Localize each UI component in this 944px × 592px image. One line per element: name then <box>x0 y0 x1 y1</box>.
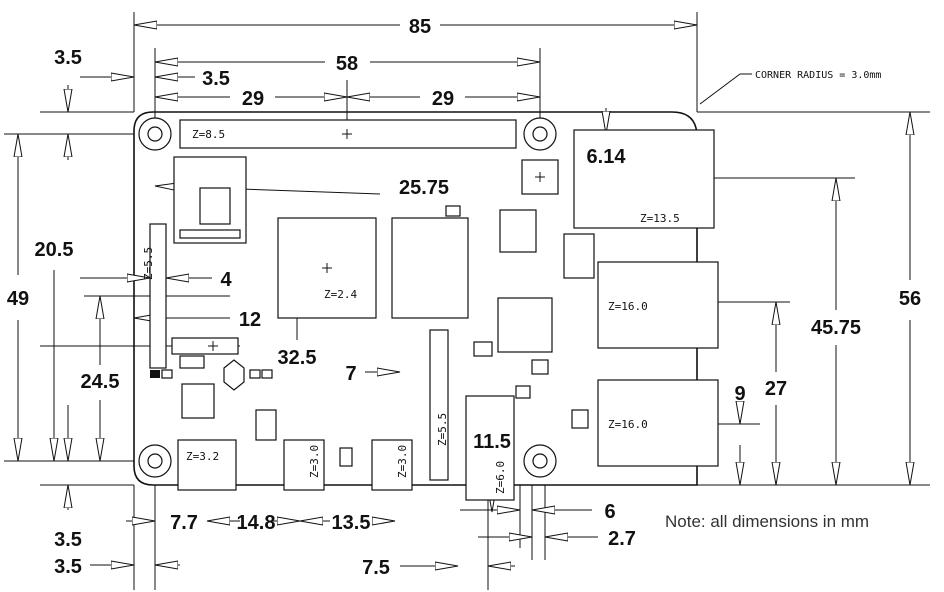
pmic <box>181 383 215 419</box>
dim-overall-height: 56 <box>899 288 921 310</box>
dim-eth-gap: 6.14 <box>587 146 627 168</box>
corner-radius-note: CORNER RADIUS = 3.0mm <box>755 70 881 81</box>
gpio-header <box>179 119 517 149</box>
dim-soc-y: 32.5 <box>278 347 317 369</box>
power-connector <box>177 439 237 491</box>
dim-left-offset-top2: 3.5 <box>202 68 230 90</box>
board-outline <box>133 111 698 486</box>
dim-half-left: 29 <box>242 88 264 110</box>
z-hdmi0: Z=3.0 <box>308 445 321 478</box>
dim-gpio-offset: 20.5 <box>35 239 74 261</box>
dsi-connector <box>149 223 167 369</box>
z-usb2: Z=16.0 <box>608 418 648 431</box>
led-connector <box>171 337 239 355</box>
soc-chip <box>277 217 377 319</box>
z-height-labels: Z=8.5 Z=5.5 Z=2.4 Z=13.5 Z=16.0 Z=16.0 Z… <box>142 128 680 494</box>
dim-usb-spacing: 9 <box>734 383 745 405</box>
units-note: Note: all dimensions in mm <box>665 512 869 531</box>
usb-port-1 <box>597 261 719 349</box>
z-usb1: Z=16.0 <box>608 300 648 313</box>
z-csi: Z=5.5 <box>436 413 449 446</box>
dim-cam-x: 11.5 <box>473 431 511 453</box>
dim-soc-x: 25.75 <box>399 177 449 199</box>
inductor <box>223 359 245 391</box>
dim-led-height: 24.5 <box>81 371 120 393</box>
dim-dsi-pos: 12 <box>239 309 261 331</box>
dimension-labels: 85 58 29 29 3.5 3.5 49 20.5 4 12 24.5 32… <box>7 16 921 579</box>
z-gpio: Z=8.5 <box>192 128 225 141</box>
z-eth: Z=13.5 <box>640 212 680 225</box>
dim-hole-spacing: 58 <box>336 53 358 75</box>
dim-right-b: 2.7 <box>608 528 636 550</box>
hdmi1-connector <box>371 439 413 491</box>
mounting-holes <box>138 117 557 478</box>
usb-controller <box>499 209 537 253</box>
dim-right-a: 6 <box>604 501 615 523</box>
dim-hdmi-x: 14.8 <box>237 512 276 534</box>
dim-dsi-depth: 4 <box>220 269 232 291</box>
ethernet-port <box>521 129 715 229</box>
csi-connector <box>429 329 449 481</box>
dim-hdmi2-x: 13.5 <box>332 512 371 534</box>
dim-bottom-left2: 3.5 <box>54 556 82 578</box>
z-soc: Z=2.4 <box>324 288 357 301</box>
wifi-module <box>173 156 247 244</box>
dim-bottom-left1: 3.5 <box>54 529 82 551</box>
dim-left-offset-top: 3.5 <box>54 47 82 69</box>
dim-bottom-mid: 7.5 <box>362 557 390 579</box>
dim-power-x: 7.7 <box>170 512 198 534</box>
hdmi0-connector <box>283 439 325 491</box>
dim-half-right: 29 <box>432 88 454 110</box>
dimension-arrows <box>18 25 910 566</box>
dim-cam-left: 7 <box>345 363 356 385</box>
eth-controller <box>497 297 553 353</box>
usb-port-2 <box>597 379 719 467</box>
z-power: Z=3.2 <box>186 450 219 463</box>
z-audio: Z=6.0 <box>494 461 507 494</box>
z-hdmi1: Z=3.0 <box>396 445 409 478</box>
ram-chip <box>391 217 469 319</box>
z-dsi: Z=5.5 <box>142 247 155 280</box>
audio-jack <box>465 395 515 501</box>
small-components <box>150 205 595 467</box>
dim-usb-top: 45.75 <box>811 317 861 339</box>
dim-usb-bottom: 27 <box>765 378 787 400</box>
dim-hole-span-v: 49 <box>7 288 29 310</box>
dim-overall-width: 85 <box>409 16 431 38</box>
